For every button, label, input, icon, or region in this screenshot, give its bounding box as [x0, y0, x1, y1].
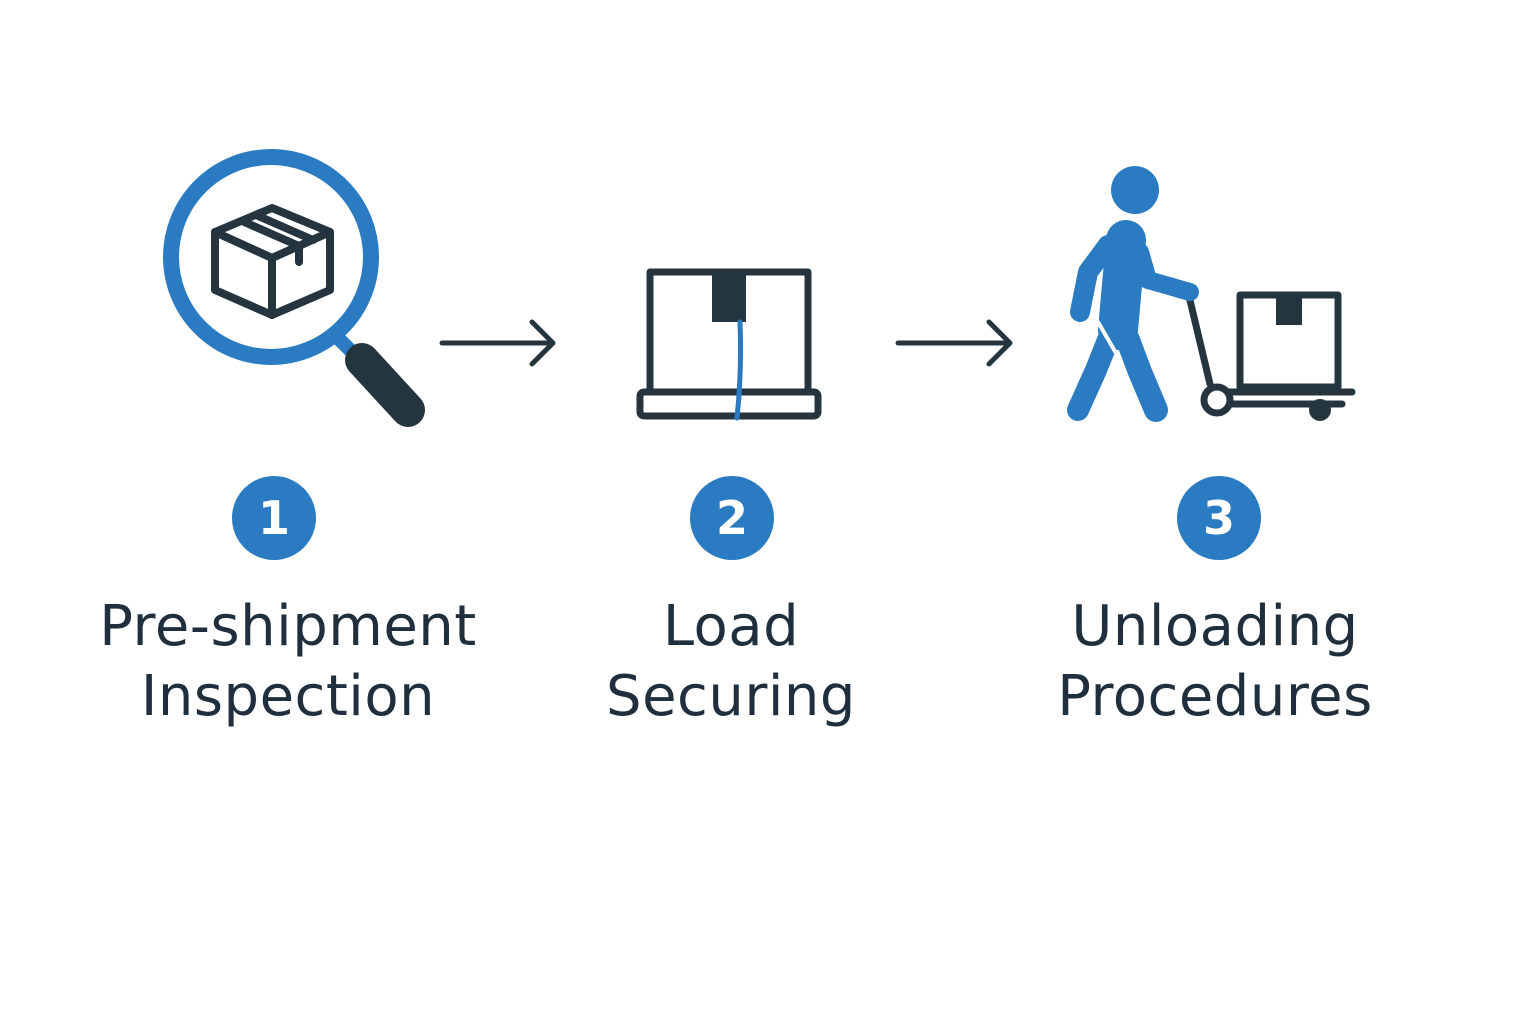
arrow-right-icon	[439, 319, 556, 367]
step-label: Load Securing	[501, 592, 961, 732]
step-label-line: Inspection	[140, 664, 436, 729]
magnifier-box-icon	[163, 149, 425, 427]
step-number-badge: 1	[232, 476, 316, 560]
step-label-line: Unloading	[1071, 594, 1359, 659]
step-label-line: Procedures	[1057, 664, 1373, 729]
strapped-box-on-pallet-icon	[636, 268, 822, 421]
step-label-line: Load	[662, 594, 800, 659]
step-number-badge: 3	[1177, 476, 1261, 560]
step-label: Unloading Procedures	[985, 592, 1445, 732]
step-label: Pre-shipment Inspection	[58, 592, 518, 732]
step-number-badge: 2	[690, 476, 774, 560]
arrow-right-icon	[895, 319, 1013, 367]
step-label-line: Securing	[606, 664, 856, 729]
step-label-line: Pre-shipment	[99, 594, 477, 659]
person-with-hand-truck-icon	[1067, 166, 1356, 422]
